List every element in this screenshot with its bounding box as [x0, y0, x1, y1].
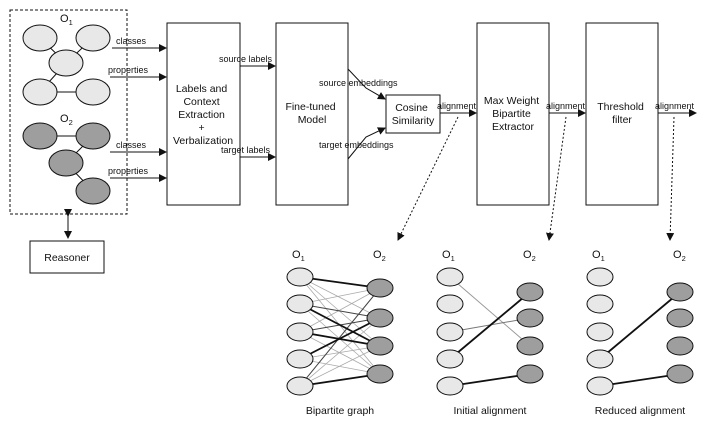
reasoner-label: Reasoner — [44, 252, 90, 264]
label-alignment-2: alignment — [546, 101, 586, 111]
arrow-source-embeddings — [347, 68, 386, 100]
caption-reduced-alignment: Reduced alignment — [595, 405, 686, 417]
initial-alignment-panel — [436, 267, 544, 396]
label-alignment-3: alignment — [655, 101, 695, 111]
ontologies-container — [9, 9, 128, 215]
caption-initial-alignment: Initial alignment — [454, 405, 527, 417]
dotted-arrow-initial — [545, 116, 567, 241]
finetuned-model-box — [275, 22, 349, 206]
label-source-embeddings: source embeddings — [319, 78, 398, 88]
o2-title: O2 — [60, 113, 73, 127]
panel1-o2-title: O2 — [373, 249, 386, 263]
label-target-embeddings: target embeddings — [319, 140, 394, 150]
panel2-o1-title: O1 — [442, 249, 455, 263]
bipartite-graph-panel — [286, 267, 394, 396]
panel3-o1-title: O1 — [592, 249, 605, 263]
label-classes-1: classes — [116, 36, 147, 46]
finetuned-model-label: Fine-tuned Model — [285, 101, 338, 126]
arrow-target-embeddings — [347, 127, 386, 160]
threshold-filter-label: Threshold filter — [597, 101, 647, 126]
o2-graph — [22, 122, 111, 205]
cosine-similarity-label: Cosine Similarity — [392, 102, 435, 127]
o1-graph — [22, 24, 111, 106]
bipartite-extractor-box — [476, 22, 550, 206]
reduced-alignment-panel — [586, 267, 694, 396]
label-properties-1: properties — [108, 65, 149, 75]
label-target-labels: target labels — [221, 145, 271, 155]
reasoner-box — [29, 240, 105, 274]
label-classes-2: classes — [116, 140, 147, 150]
labels-extraction-label: Labels and Context Extraction + Verbaliz… — [173, 83, 233, 147]
panel3-o2-title: O2 — [673, 249, 686, 263]
bipartite-extractor-label: Max Weight Bipartite Extractor — [484, 95, 542, 133]
dotted-arrow-bipartite — [397, 116, 459, 241]
labels-extraction-box — [166, 22, 241, 206]
label-properties-2: properties — [108, 166, 149, 176]
dotted-arrow-reduced — [666, 116, 675, 241]
panel2-o2-title: O2 — [523, 249, 536, 263]
o1-title: O1 — [60, 13, 73, 27]
label-source-labels: source labels — [219, 54, 273, 64]
threshold-filter-box — [585, 22, 659, 206]
cosine-similarity-box — [385, 94, 441, 134]
panel1-o1-title: O1 — [292, 249, 305, 263]
label-alignment-1: alignment — [437, 101, 477, 111]
caption-bipartite-graph: Bipartite graph — [306, 405, 374, 417]
